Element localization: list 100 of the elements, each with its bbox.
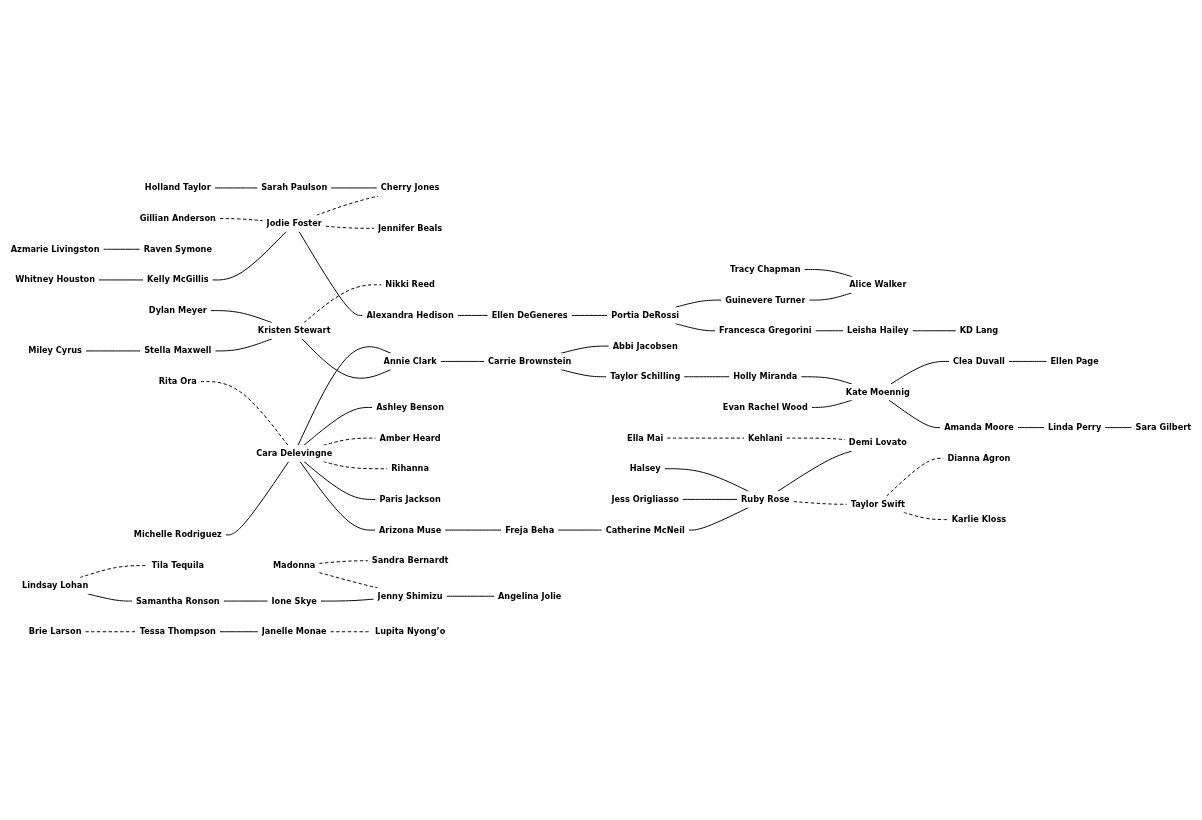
node-text: Dylan Meyer — [148, 305, 207, 316]
connector — [903, 512, 949, 521]
node-text: Jodie Foster — [266, 218, 322, 229]
connector — [84, 631, 137, 633]
node-text: Annie Clark — [383, 356, 437, 367]
connector — [804, 269, 853, 278]
node-text: Catherine McNeil — [605, 525, 685, 535]
node-text: Dianna Agron — [947, 453, 1011, 463]
node-text: Gillian Anderson — [139, 213, 216, 224]
node-text: Alice Walker — [849, 279, 907, 290]
connector — [303, 461, 377, 501]
connector — [330, 631, 372, 633]
connector — [888, 399, 941, 429]
node-text: Amanda Moore — [944, 422, 1014, 433]
connector — [214, 338, 273, 352]
node-text: Amber Heard — [379, 433, 441, 443]
node-text: Madonna — [272, 560, 316, 571]
node-text: Ashley Benson — [376, 402, 444, 413]
node-text: Nikki Reed — [385, 279, 435, 290]
node-text: Jenny Shimizu — [377, 591, 443, 601]
node-text: Halsey — [629, 463, 661, 474]
node-text: Linda Perry — [1048, 422, 1102, 433]
node-text: Ella Mai — [627, 433, 664, 443]
connector — [571, 315, 608, 317]
connector — [814, 330, 844, 332]
node-text: Holland Taylor — [144, 182, 211, 193]
connector — [318, 560, 369, 565]
connector — [777, 450, 853, 492]
node-text: Kelly McGillis — [147, 274, 209, 285]
node-text: Raven Symone — [143, 244, 213, 254]
node-text: Cherry Jones — [380, 182, 440, 193]
node-text: Portia DeRossi — [611, 310, 680, 321]
node-text: Kehlani — [747, 433, 783, 443]
connector — [219, 631, 259, 633]
connector — [219, 218, 264, 222]
node-text: Taylor Swift — [850, 499, 906, 509]
node-text: Guinevere Turner — [725, 295, 806, 305]
node-text: Michelle Rodriguez — [133, 529, 222, 540]
connector — [301, 338, 392, 379]
connector — [440, 361, 485, 363]
connector — [299, 461, 376, 531]
node-text: Janelle Monae — [261, 626, 327, 637]
node-text: Demi Lovato — [848, 437, 907, 448]
node-text: Arizona Muse — [378, 525, 442, 535]
connector — [1104, 427, 1133, 429]
node-text: Leisha Hailey — [847, 325, 909, 336]
node-text: Kate Moennig — [845, 387, 910, 397]
node-text: Evan Rachel Wood — [722, 402, 808, 413]
connector — [560, 345, 610, 354]
node-text: Jess Origliasso — [611, 494, 679, 505]
connector — [200, 381, 289, 446]
connector — [811, 399, 853, 409]
connector — [1017, 427, 1045, 429]
node-text: Ellen DeGeneres — [491, 310, 568, 321]
connector — [446, 595, 495, 597]
connector — [318, 572, 379, 589]
connector — [320, 598, 375, 602]
connector — [211, 231, 287, 281]
connector — [457, 315, 489, 317]
node-text: Sara Gilbert — [1135, 422, 1192, 433]
node-text: Taylor Schilling — [610, 371, 681, 382]
node-text: Cara Delevingne — [256, 448, 333, 459]
node-text: Rita Ora — [158, 376, 197, 387]
connector — [808, 292, 853, 301]
node-text: Carrie Brownstein — [488, 356, 572, 367]
connector — [674, 299, 722, 308]
connector — [1008, 361, 1048, 363]
connector — [303, 284, 382, 324]
connector — [225, 461, 290, 536]
node-text: Rihanna — [391, 463, 430, 474]
node-text: Paris Jackson — [379, 494, 441, 505]
connector — [912, 330, 957, 332]
node-text: Lupita Nyong’o — [374, 626, 446, 637]
node-text: Miley Cyrus — [28, 345, 82, 356]
node-text: Ellen Page — [1050, 356, 1099, 367]
node-text: Alexandra Hedison — [366, 310, 454, 321]
node-text: Tessa Thompson — [139, 626, 216, 637]
node-text: Brie Larson — [28, 626, 82, 637]
connector — [890, 361, 950, 385]
node-text: Azmarie Livingston — [10, 244, 100, 254]
connector — [298, 231, 364, 317]
node-text: Abbi Jacobsen — [612, 341, 678, 351]
connector — [560, 369, 607, 378]
node-text: KD Lang — [959, 325, 999, 336]
connector — [303, 407, 373, 446]
connector — [683, 376, 730, 378]
node-text: Ione Skye — [271, 596, 317, 606]
node-text: Lindsay Lohan — [22, 580, 89, 591]
node-text: Kristen Stewart — [257, 325, 331, 336]
connector — [87, 593, 133, 602]
node-text: Tracy Chapman — [730, 264, 801, 275]
connector — [664, 468, 750, 492]
node-text: Whitney Houston — [15, 274, 96, 285]
connector — [297, 346, 392, 446]
node-text: Freja Beha — [505, 525, 555, 535]
connector — [102, 248, 141, 250]
connector — [682, 499, 738, 501]
connector — [674, 323, 716, 332]
node-text: Holly Miranda — [733, 371, 798, 382]
node-text: Jennifer Beals — [378, 223, 443, 233]
